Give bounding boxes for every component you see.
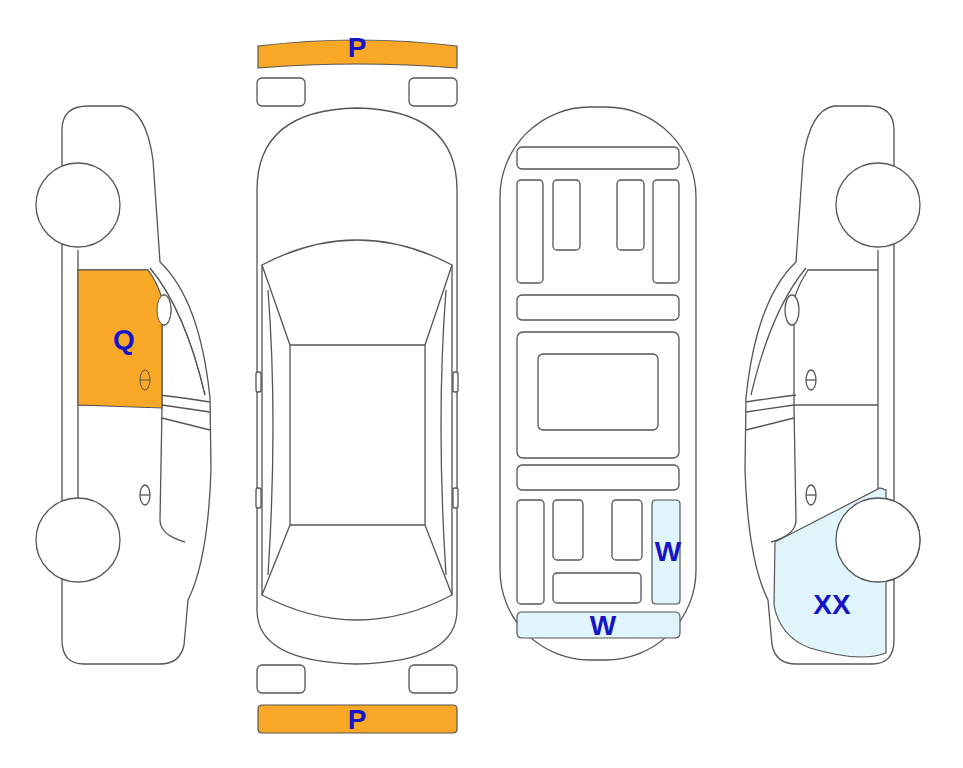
area-code: XX	[813, 591, 850, 619]
area-code: W	[590, 612, 616, 640]
door-area: Q	[76, 268, 166, 410]
area-code: W	[655, 538, 681, 566]
left-side-view	[36, 106, 211, 664]
floor-panel-area: W	[652, 500, 680, 604]
right-side-view	[745, 106, 920, 664]
rear-bumper-area: P	[257, 704, 458, 734]
area-code: P	[348, 706, 367, 734]
rear-floor-area: W	[517, 612, 680, 638]
area-shape	[770, 485, 888, 663]
front-bumper-area: P	[257, 36, 458, 72]
area-code: P	[348, 34, 367, 62]
underside-view	[500, 107, 696, 660]
area-code: Q	[113, 326, 135, 354]
rear-quarter-area: XX	[770, 485, 888, 663]
top-view	[256, 78, 458, 693]
